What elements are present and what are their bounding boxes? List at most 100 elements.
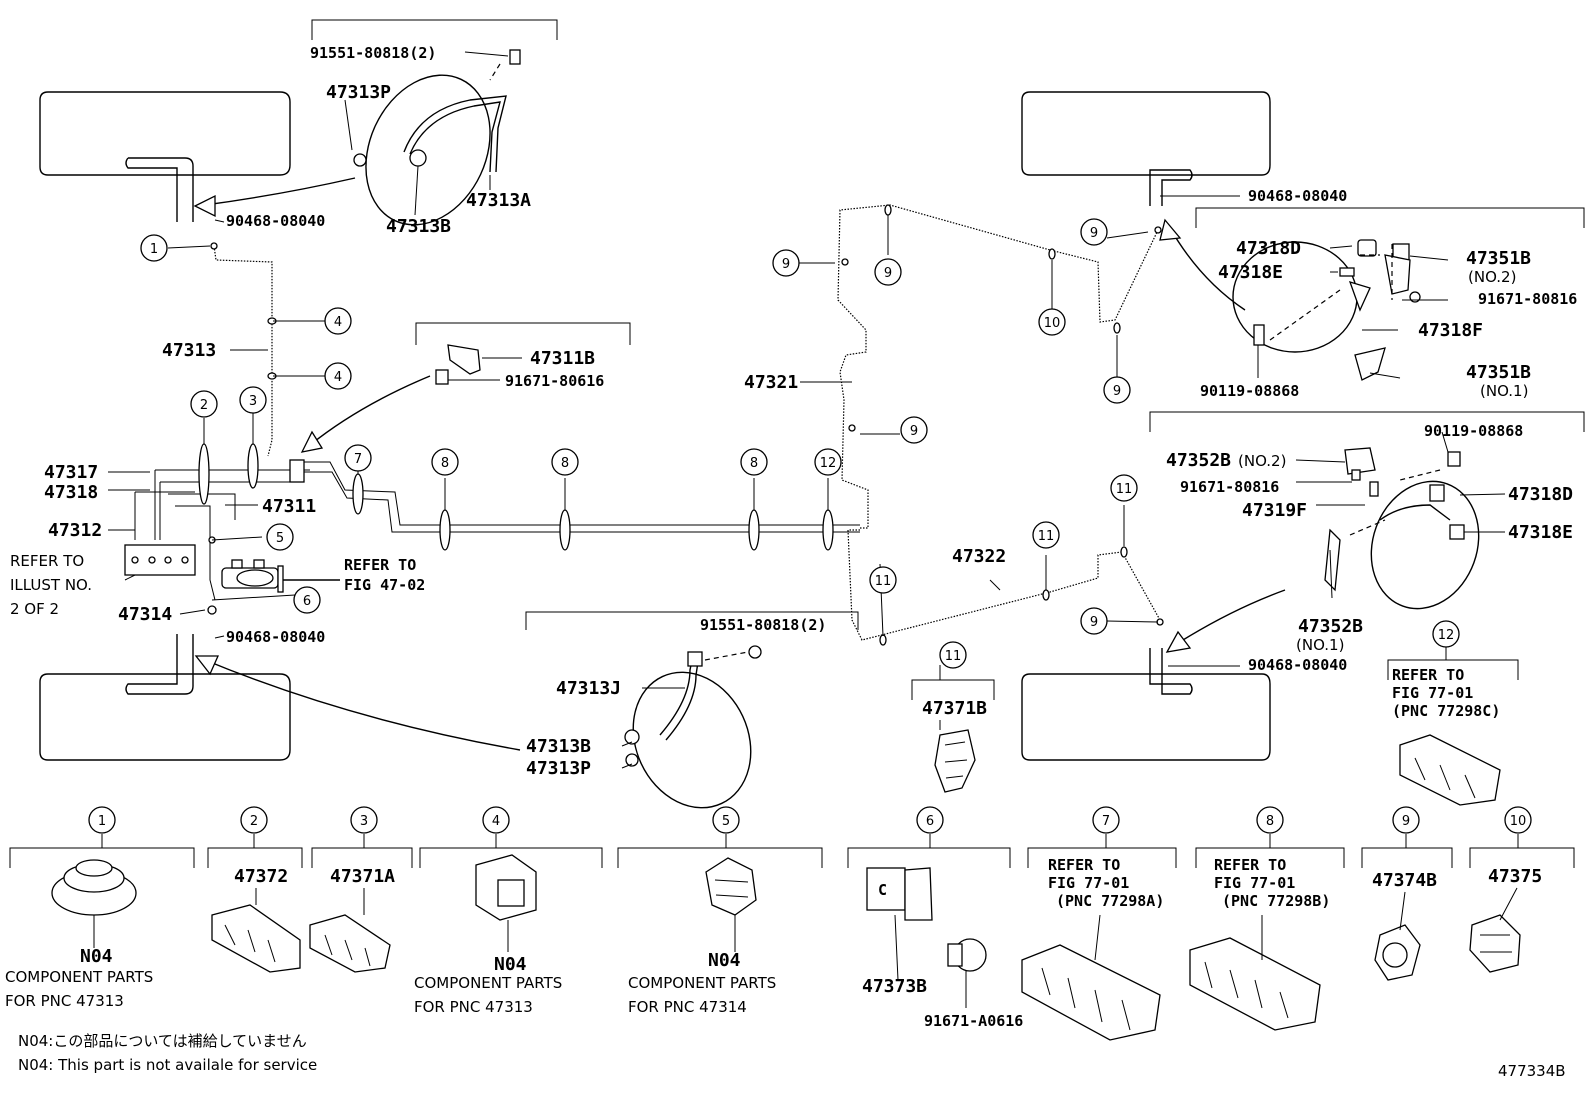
label-47318D: 47318D [1236, 238, 1301, 259]
location-arrows [193, 177, 1286, 751]
c-letter: C [878, 881, 887, 899]
callout-6-top: 6 [293, 586, 321, 614]
label-47313B: 47313B [386, 216, 451, 237]
callout-9-e: 9 [1080, 218, 1108, 246]
refer-illust-line2: ILLUST NO. [10, 576, 92, 594]
label-47371A: 47371A [330, 866, 395, 887]
callout-8-c: 8 [740, 448, 768, 476]
refer8-line1: REFER TO [1214, 856, 1286, 874]
callout-11-c: 11 [869, 566, 897, 594]
labels-left: 91551-80818(2) 47313P 47313A 47313B 9046… [10, 44, 826, 779]
callout-7-bottom: 7 [1092, 806, 1120, 834]
label-47313P-2: 47313P [526, 758, 591, 779]
clip-12-drawing [1399, 734, 1501, 806]
label-47313A: 47313A [466, 190, 531, 211]
label-47313B-2: 47313B [526, 736, 591, 757]
label-91671-80816-b: 91671-80816 [1180, 478, 1279, 496]
labels-center: 47321 47322 47371B [744, 372, 1006, 719]
pipe-clips [198, 204, 1164, 646]
refer-illust-line3: 2 OF 2 [10, 600, 59, 618]
refer-illust-line1: REFER TO [10, 552, 84, 570]
vehicle-outline-front-left [39, 91, 291, 222]
callout-3-top: 3 [239, 386, 267, 414]
callout-4-b: 4 [324, 362, 352, 390]
label-91551-mid: 91551-80818(2) [700, 616, 826, 634]
callout-12-a: 12 [814, 448, 842, 476]
group-brackets [9, 19, 1585, 868]
comp-a-line2: FOR PNC 47313 [5, 992, 124, 1010]
svg-text:2: 2 [200, 398, 208, 413]
svg-text:12: 12 [1438, 628, 1455, 643]
comp-b-line2: FOR PNC 47313 [414, 998, 533, 1016]
svg-text:7: 7 [1102, 814, 1110, 829]
callout-circles: 1 4 4 2 3 5 6 7 8 8 8 12 9 9 10 9 9 9 11… [88, 218, 1532, 834]
svg-text:9: 9 [910, 424, 918, 439]
label-47352B-no2: 47352B [1166, 450, 1231, 471]
svg-text:10: 10 [1044, 316, 1061, 331]
label-47312: 47312 [48, 520, 102, 541]
svg-text:9: 9 [1402, 814, 1410, 829]
vehicle-outline-rear-left [39, 634, 291, 761]
label-no1: (NO.1) [1480, 382, 1528, 400]
comp-c-line1: COMPONENT PARTS [628, 974, 776, 992]
callout-8-a: 8 [431, 448, 459, 476]
svg-text:4: 4 [334, 370, 342, 385]
label-47371B: 47371B [922, 698, 987, 719]
label-91671-80816: 91671-80816 [1478, 290, 1577, 308]
callout-9-a: 9 [772, 249, 800, 277]
vehicle-outline-front-right [1021, 91, 1271, 206]
note-en: N04: This part is not availale for servi… [18, 1056, 317, 1074]
label-47313: 47313 [162, 340, 216, 361]
refer8-line3: (PNC 77298B) [1222, 892, 1330, 910]
label-90468-b: 90468-08040 [226, 628, 325, 646]
callout-8-bottom: 8 [1256, 806, 1284, 834]
master-cylinder [124, 459, 340, 615]
label-n04-c: N04 [708, 950, 741, 971]
svg-text:2: 2 [250, 814, 258, 829]
refer-fig-line2: FIG 47-02 [344, 576, 425, 594]
label-47351B-no1: 47351B [1466, 362, 1531, 383]
callout-2-bottom: 2 [240, 806, 268, 834]
clip-47371B-drawing [934, 729, 976, 793]
label-47311: 47311 [262, 496, 316, 517]
callout-10-bottom: 10 [1504, 806, 1532, 834]
refer8-line2: FIG 77-01 [1214, 874, 1295, 892]
comp-a-line1: COMPONENT PARTS [5, 968, 153, 986]
refer7-line2: FIG 77-01 [1048, 874, 1129, 892]
svg-text:8: 8 [441, 456, 449, 471]
svg-text:9: 9 [1113, 384, 1121, 399]
comp-c-line2: FOR PNC 47314 [628, 998, 747, 1016]
label-47322: 47322 [952, 546, 1006, 567]
figure-id: 477334B [1498, 1062, 1566, 1080]
svg-text:11: 11 [875, 574, 892, 589]
label-47318E-b: 47318E [1508, 522, 1573, 543]
label-47318F: 47318F [1418, 320, 1483, 341]
callout-9-bottom: 9 [1392, 806, 1420, 834]
callout-11-b: 11 [1032, 521, 1060, 549]
refer12-line1: REFER TO [1392, 666, 1464, 684]
callout-1-top: 1 [140, 234, 168, 262]
comp-b-line1: COMPONENT PARTS [414, 974, 562, 992]
label-n04-b: N04 [494, 954, 527, 975]
label-90468-d: 90468-08040 [1248, 656, 1347, 674]
svg-text:6: 6 [926, 814, 934, 829]
label-47313P: 47313P [326, 82, 391, 103]
svg-text:8: 8 [561, 456, 569, 471]
refer-fig-line1: REFER TO [344, 556, 416, 574]
label-90468-a: 90468-08040 [226, 212, 325, 230]
label-47317: 47317 [44, 462, 98, 483]
callout-11-d: 11 [939, 641, 967, 669]
label-47318: 47318 [44, 482, 98, 503]
callout-3-bottom: 3 [350, 806, 378, 834]
svg-text:9: 9 [884, 266, 892, 281]
label-90468-c: 90468-08040 [1248, 187, 1347, 205]
labels-right: 90468-08040 47318D 47318E 47351B (NO.2) … [1166, 187, 1577, 720]
label-47373B: 47373B [862, 976, 927, 997]
label-47314: 47314 [118, 604, 172, 625]
svg-text:8: 8 [750, 456, 758, 471]
callout-1-bottom: 1 [88, 806, 116, 834]
callout-11-a: 11 [1110, 474, 1138, 502]
brackets-right-upper [1253, 239, 1421, 381]
brackets-right-lower [1324, 447, 1465, 592]
label-47311B: 47311B [530, 348, 595, 369]
